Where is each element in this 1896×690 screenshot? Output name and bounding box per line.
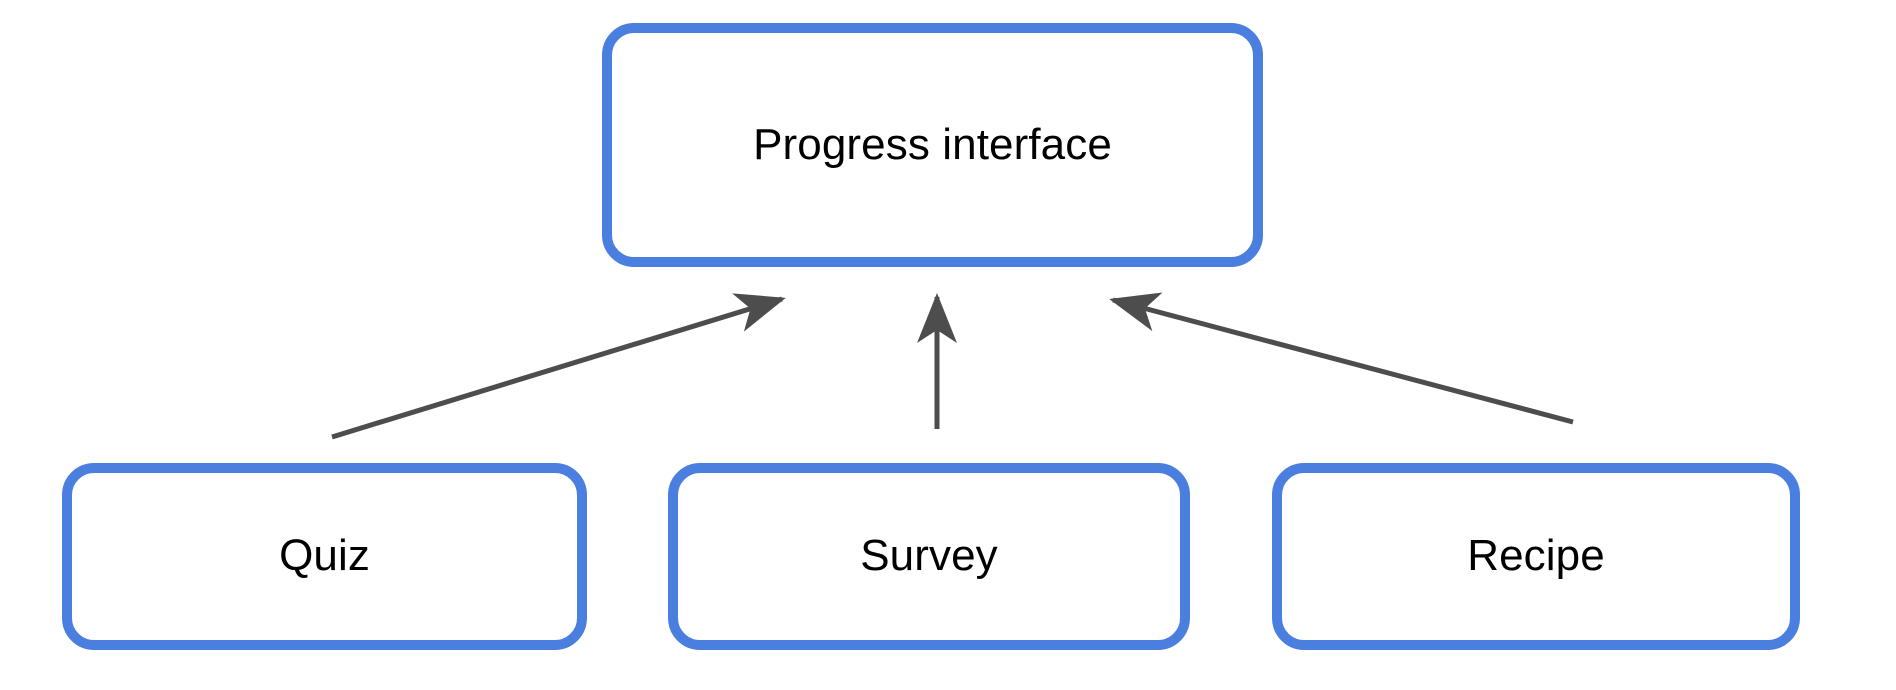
edge-quiz-to-progress-interface xyxy=(331,293,786,440)
node-label-quiz: Quiz xyxy=(279,531,370,581)
node-progress-interface[interactable]: Progress interface xyxy=(602,23,1263,267)
node-recipe[interactable]: Recipe xyxy=(1272,463,1800,650)
node-quiz[interactable]: Quiz xyxy=(62,463,587,650)
node-label-recipe: Recipe xyxy=(1467,531,1605,581)
node-label-survey: Survey xyxy=(860,531,998,581)
node-label-progress-interface: Progress interface xyxy=(753,119,1112,169)
edge-recipe-to-progress-interface xyxy=(1109,292,1574,425)
node-survey[interactable]: Survey xyxy=(668,463,1190,650)
